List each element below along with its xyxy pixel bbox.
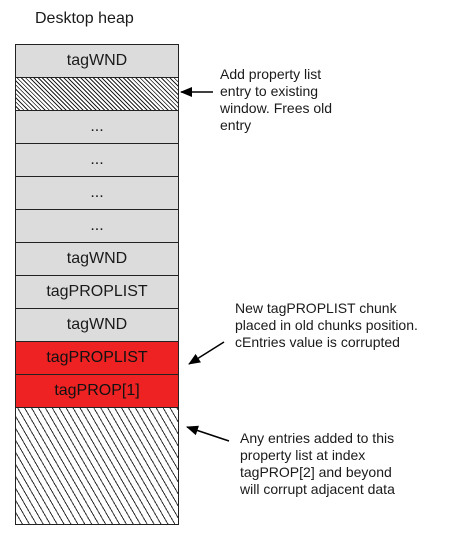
annotation-new-proplist: New tagPROPLIST chunk placed in old chun… bbox=[235, 300, 418, 351]
arrow-adjacent-data bbox=[186, 425, 230, 442]
annotation-line: tagPROP[2] and beyond bbox=[240, 464, 392, 480]
annotation-freed-entry: Add property list entry to existing wind… bbox=[220, 66, 332, 134]
heap-cell-tagproplist-corrupted: tagPROPLIST bbox=[15, 341, 179, 375]
annotation-line: New tagPROPLIST chunk bbox=[235, 300, 397, 316]
heap-cell-adjacent-data bbox=[15, 407, 179, 525]
annotation-line: property list at index bbox=[240, 447, 366, 463]
diagram-title: Desktop heap bbox=[35, 10, 134, 27]
annotation-line: placed in old chunks position. bbox=[235, 317, 418, 333]
heap-cell-freed-entry bbox=[15, 77, 179, 111]
heap-cell-ellipsis-3: ... bbox=[15, 176, 179, 210]
annotation-line: entry bbox=[220, 117, 252, 133]
arrow-new-proplist bbox=[188, 341, 225, 365]
annotation-line: window. Frees old bbox=[220, 100, 333, 116]
heap-cell-ellipsis-4: ... bbox=[15, 209, 179, 243]
heap-cell-tagwnd-3: tagWND bbox=[15, 308, 179, 342]
heap-cell-ellipsis-1: ... bbox=[15, 110, 179, 144]
annotation-line: Add property list bbox=[220, 66, 322, 82]
annotation-line: entry to existing bbox=[220, 83, 319, 99]
annotation-line: will corrupt adjacent data bbox=[240, 481, 395, 497]
annotation-line: cEntries value is corrupted bbox=[235, 334, 400, 350]
annotation-adjacent-data: Any entries added to this property list … bbox=[240, 430, 395, 498]
heap-cell-tagwnd-2: tagWND bbox=[15, 242, 179, 276]
annotation-line: Any entries added to this bbox=[240, 430, 395, 446]
